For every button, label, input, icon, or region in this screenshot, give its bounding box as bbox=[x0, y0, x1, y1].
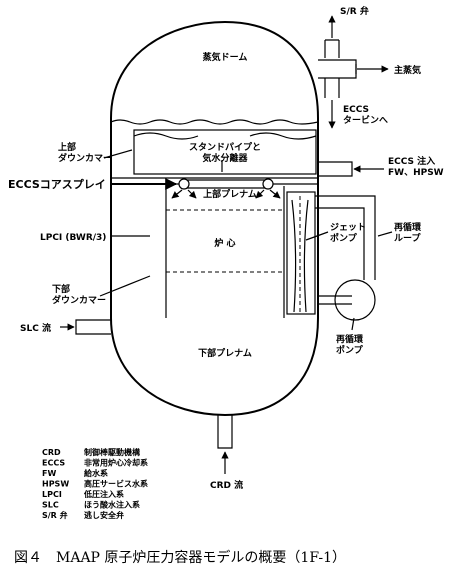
label-sr-valve: S/R 弁 bbox=[340, 5, 369, 17]
label-lower-downcomer: 下部ダウンカマー bbox=[52, 283, 106, 306]
sparger-end-left bbox=[178, 178, 190, 190]
legend-desc: 給水系 bbox=[84, 468, 108, 478]
label-slc-flow: SLC 流 bbox=[20, 322, 51, 334]
legend-desc: 逃し安全弁 bbox=[84, 510, 124, 520]
legend-abbr: CRD bbox=[42, 448, 61, 457]
sparger-end-right bbox=[262, 178, 274, 190]
separator-wave bbox=[133, 132, 199, 140]
jet-pump-box bbox=[286, 191, 316, 315]
label-steam-dome: 蒸気ドーム bbox=[203, 51, 248, 63]
steam-pipe bbox=[324, 39, 340, 58]
label-upper-downcomer: 上部ダウンカマー bbox=[58, 141, 112, 164]
legend-abbr: LPCI bbox=[42, 490, 62, 499]
label-recirc-loop: 再循環ループ bbox=[394, 221, 422, 244]
legend-abbr: HPSW bbox=[42, 480, 69, 489]
label-crd-flow: CRD 流 bbox=[210, 479, 243, 491]
core-spray-sparger bbox=[179, 179, 273, 189]
eccs-injection-pipe bbox=[318, 161, 353, 177]
leader-jet-pump bbox=[305, 231, 329, 241]
spray-arrow-2 bbox=[187, 189, 197, 199]
water-level bbox=[110, 119, 319, 125]
recirc-pump-outlet bbox=[318, 295, 352, 305]
legend-desc: ほう酸水注入系 bbox=[84, 500, 140, 510]
leader-upper-downcomer bbox=[103, 149, 133, 159]
label-upper-plenum: 上部プレナム bbox=[203, 188, 257, 200]
recirc-loop-pipe bbox=[315, 195, 376, 280]
legend-abbr: SLC bbox=[42, 501, 59, 510]
label-standpipe: スタンドパイプと気水分離器 bbox=[189, 141, 261, 164]
legend-desc: 低圧注入系 bbox=[83, 489, 124, 499]
leader-recirc-pump bbox=[351, 317, 355, 331]
legend-desc: 非常用炉心冷却系 bbox=[84, 458, 148, 468]
label-lpci: LPCI (BWR/3) bbox=[40, 233, 106, 243]
label-recirc-pump: 再循環ポンプ bbox=[336, 333, 364, 356]
steam-pipe-body bbox=[318, 59, 357, 79]
label-core: 炉 心 bbox=[214, 237, 235, 249]
leader-recirc-loop bbox=[377, 231, 393, 237]
slc-pipe bbox=[75, 319, 111, 335]
separator-box bbox=[133, 129, 317, 175]
label-main-steam: 主蒸気 bbox=[394, 64, 421, 76]
legend-abbr: ECCS bbox=[42, 459, 65, 468]
crd-pipe bbox=[217, 415, 233, 449]
legend-desc: 高圧サービス水系 bbox=[84, 479, 148, 489]
legend-abbr: FW bbox=[42, 469, 56, 478]
legend-desc: 制御棒駆動機構 bbox=[84, 447, 140, 457]
label-jet-pump: ジェットポンプ bbox=[330, 222, 366, 244]
vessel-outline bbox=[110, 20, 319, 417]
spray-arrow-4 bbox=[269, 189, 281, 199]
separator-wave-2 bbox=[249, 132, 317, 140]
spray-arrow-1 bbox=[171, 189, 183, 199]
leader-lower-downcomer bbox=[99, 275, 151, 297]
legend: CRD 制御棒駆動機構 ECCS 非常用炉心冷却系 FW 給水系 HPSW 高圧サービス水系 L… bbox=[42, 447, 148, 520]
recirc-pump bbox=[334, 279, 376, 321]
label-eccs-core-spray: ECCSコアスプレイ bbox=[8, 177, 106, 191]
legend-abbr: S/R 弁 bbox=[42, 510, 68, 520]
figure-caption: 図４ MAAP 原子炉圧力容器モデルの概要（1F-1） bbox=[14, 549, 346, 566]
label-lower-plenum: 下部プレナム bbox=[198, 347, 252, 359]
spray-arrow-3 bbox=[255, 189, 265, 199]
jet-pump-tube bbox=[291, 199, 309, 313]
eccs-turbine-pipe bbox=[324, 78, 340, 98]
